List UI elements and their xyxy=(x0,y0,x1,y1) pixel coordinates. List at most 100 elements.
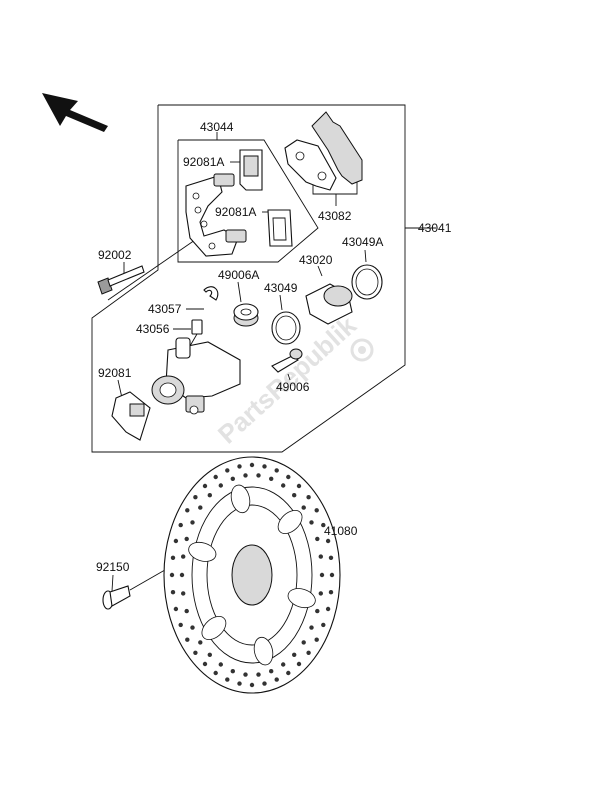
arrow-up-left-icon xyxy=(42,93,108,132)
disc-bolt-92150 xyxy=(102,585,131,610)
disc-drill-hole xyxy=(281,483,286,488)
disc-drill-hole xyxy=(301,505,306,510)
caliper-bracket xyxy=(185,173,247,257)
disc-slot xyxy=(230,484,251,514)
disc-drill-hole xyxy=(315,608,320,614)
disc-drill-hole xyxy=(249,462,255,468)
disc-drill-hole xyxy=(170,590,176,595)
pad-spring-92081A-upper xyxy=(239,149,263,191)
disc-drill-hole xyxy=(198,640,203,645)
label-43056: 43056 xyxy=(136,322,170,336)
label-43057: 43057 xyxy=(148,302,182,316)
disc-drill-hole xyxy=(193,650,198,655)
part-labels: 43044 92081A 92081A 43082 43041 92002 49… xyxy=(96,120,452,574)
disc-slot xyxy=(201,616,227,640)
disc-drill-hole xyxy=(328,555,334,560)
disc-drill-hole xyxy=(243,473,248,478)
disc-drill-hole xyxy=(309,625,314,630)
disc-drill-hole xyxy=(207,493,212,498)
bleeder-cap-43057 xyxy=(203,286,219,301)
disc-drill-hole xyxy=(218,483,223,488)
slide-pin-49006 xyxy=(271,348,303,373)
disc-drill-hole xyxy=(329,572,335,578)
disc-drill-hole xyxy=(306,495,311,500)
bleeder-valve-43056 xyxy=(189,319,203,347)
disc-drill-hole xyxy=(237,681,242,686)
disc-drill-hole xyxy=(190,625,195,630)
disc-drill-hole xyxy=(292,493,297,498)
label-92081A-lower: 92081A xyxy=(215,205,256,219)
label-41080: 41080 xyxy=(324,524,358,538)
disc-drill-hole xyxy=(169,572,175,578)
label-43044: 43044 xyxy=(200,120,234,134)
disc-drill-hole xyxy=(281,662,286,667)
disc-drill-hole xyxy=(190,520,195,525)
label-92081: 92081 xyxy=(98,366,132,380)
label-49006: 49006 xyxy=(276,380,310,394)
disc-drill-hole xyxy=(286,474,291,480)
disc-drill-hole xyxy=(325,538,331,544)
disc-drill-hole xyxy=(213,474,218,480)
label-43020: 43020 xyxy=(299,253,333,267)
disc-drill-hole xyxy=(325,606,331,612)
label-43049A: 43049A xyxy=(342,235,383,249)
disc-drill-hole xyxy=(173,606,179,612)
disc-drill-hole xyxy=(179,572,185,578)
watermark-logo-icon xyxy=(350,338,374,362)
disc-drill-hole xyxy=(256,473,261,478)
disc-drill-hole xyxy=(225,468,230,473)
disc-drill-hole xyxy=(184,536,189,542)
disc-drill-hole xyxy=(181,591,186,596)
disc-drill-hole xyxy=(296,661,302,667)
disc-drill-hole xyxy=(269,476,274,481)
disc-drill-hole xyxy=(315,536,320,542)
disc-drill-hole xyxy=(319,572,325,578)
caliper-assembly-outline xyxy=(91,104,406,453)
label-49006A: 49006A xyxy=(218,268,259,282)
disc-drill-hole xyxy=(274,468,279,473)
disc-slot xyxy=(287,588,316,609)
brake-pads xyxy=(284,111,363,191)
disc-drill-hole xyxy=(185,637,190,642)
disc-drill-hole xyxy=(318,554,323,559)
seal-43049A xyxy=(351,264,383,300)
disc-slot xyxy=(277,510,303,534)
disc-drill-hole xyxy=(198,505,203,510)
disc-drill-hole xyxy=(218,662,223,667)
disc-slot xyxy=(188,541,217,562)
disc-drill-hole xyxy=(301,640,306,645)
disc-drill-hole xyxy=(314,508,319,513)
disc-drill-hole xyxy=(292,652,297,657)
label-43082: 43082 xyxy=(318,209,352,223)
disc-drill-hole xyxy=(185,508,190,513)
disc-drill-hole xyxy=(225,677,230,682)
disc-drill-hole xyxy=(243,672,248,677)
disc-drill-hole xyxy=(207,652,212,657)
disc-drill-hole xyxy=(328,590,334,595)
disc-drill-hole xyxy=(306,650,311,655)
disc-drill-hole xyxy=(181,554,186,559)
disc-drill-hole xyxy=(237,464,242,469)
disc-drill-hole xyxy=(318,591,323,596)
caliper-body xyxy=(151,337,241,415)
disc-drill-hole xyxy=(230,476,235,481)
disc-slot xyxy=(253,636,274,666)
label-92150: 92150 xyxy=(96,560,130,574)
disc-drill-hole xyxy=(173,538,179,544)
mounting-bolt-92002 xyxy=(97,265,145,295)
disc-drill-hole xyxy=(249,682,255,688)
disc-drill-hole xyxy=(230,669,235,674)
piston-43020 xyxy=(305,283,353,325)
pad-spring-clip-92081 xyxy=(111,391,151,441)
disc-drill-hole xyxy=(202,483,208,489)
disc-drill-hole xyxy=(178,622,183,628)
disc-drill-hole xyxy=(178,522,183,528)
label-92081A-upper: 92081A xyxy=(183,155,224,169)
piston-boot-49006A xyxy=(233,303,259,327)
brake-disc-41080 xyxy=(163,456,341,694)
disc-drill-hole xyxy=(309,520,314,525)
disc-drill-hole xyxy=(262,681,267,686)
disc-drill-hole xyxy=(262,464,267,469)
disc-drill-hole xyxy=(274,677,279,682)
